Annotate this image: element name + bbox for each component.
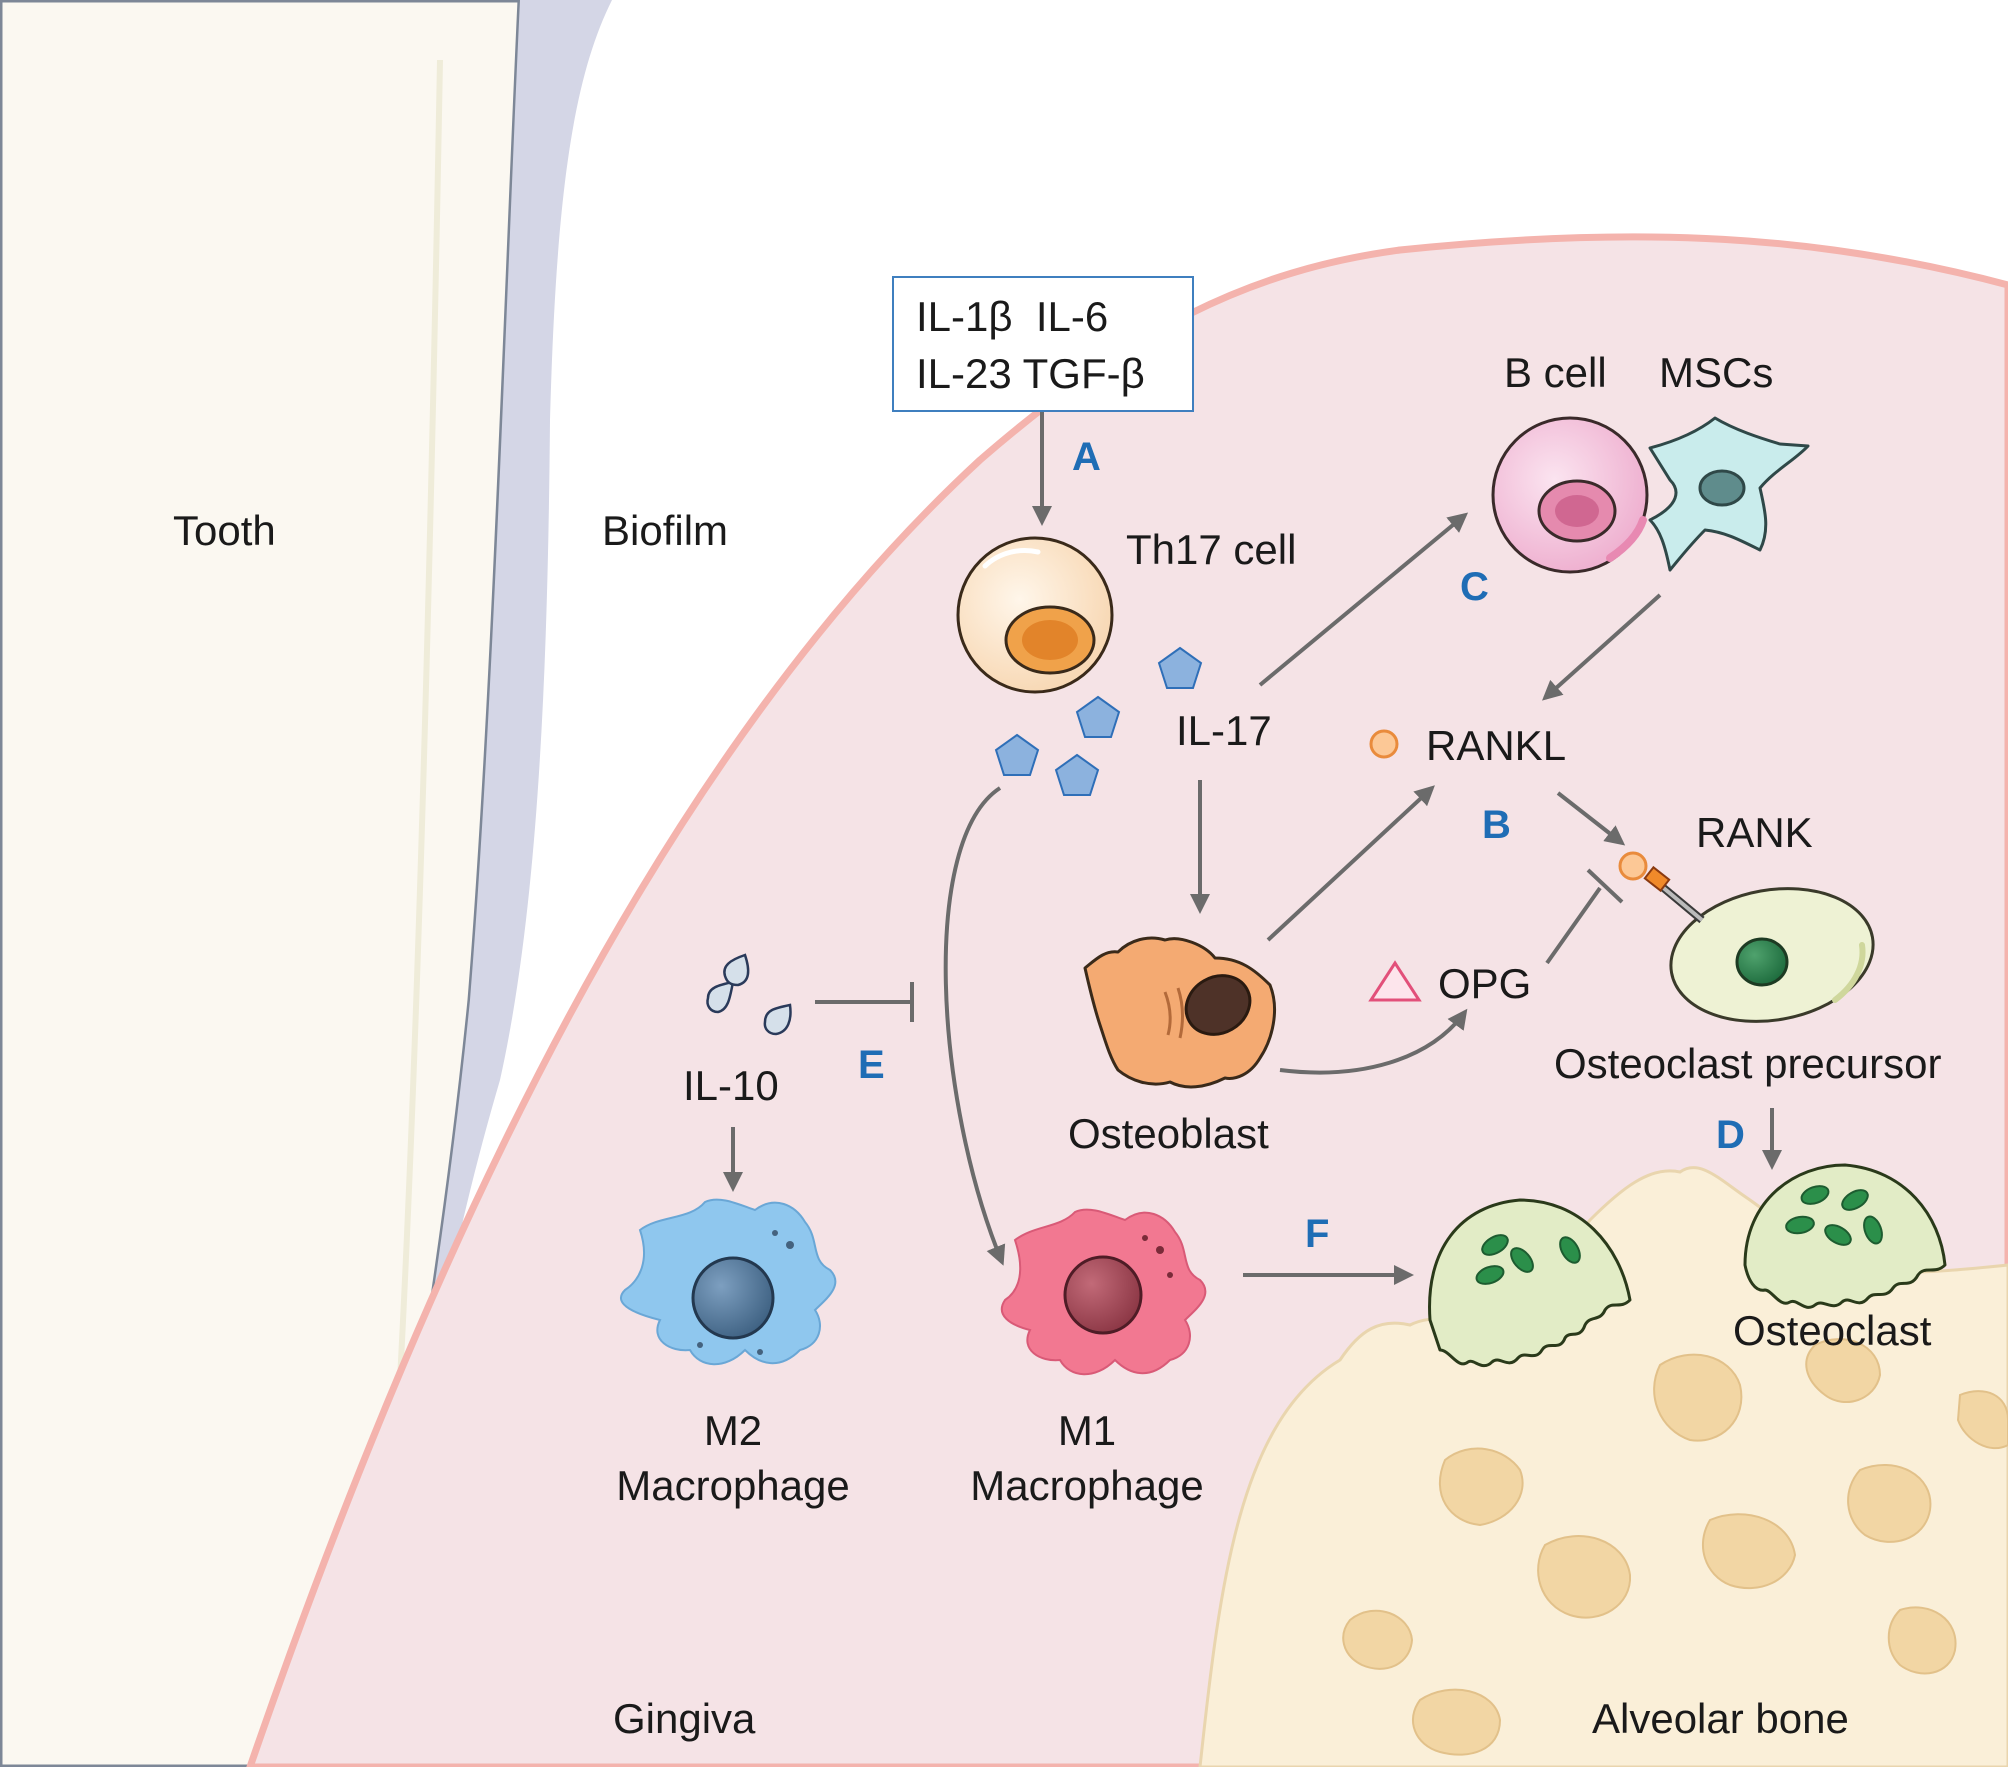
il10-molecules (706, 953, 792, 1036)
bone-pore (1887, 1606, 1957, 1675)
step-label-f: F (1305, 1212, 1329, 1256)
bone-pore (1847, 1464, 1932, 1543)
msc-cell (1648, 416, 1810, 572)
il17-pentagon (1157, 646, 1203, 689)
b-cell-label: B cell (1504, 349, 1607, 396)
m2-macrophage-cell (620, 1198, 837, 1366)
il17-label: IL-17 (1176, 707, 1272, 754)
labels: Tooth Biofilm Gingiva Alveolar bone Th17… (173, 349, 1941, 1742)
step-label-c: C (1460, 565, 1489, 609)
arrow-osteoblast-to-rankl (1266, 785, 1435, 942)
pathway-arrows (723, 412, 1782, 1285)
alveolar-bone-label: Alveolar bone (1592, 1695, 1849, 1742)
arrow-rankl-to-rank (1556, 791, 1626, 846)
opg-triangle-icon (1368, 960, 1422, 1002)
il10-label: IL-10 (683, 1062, 779, 1109)
th17-cell (956, 536, 1114, 694)
step-label-e: E (858, 1043, 885, 1087)
bone-pore (1342, 1609, 1414, 1670)
inhibit-opg-to-rank (1545, 868, 1624, 965)
biofilm-layer (360, 0, 612, 1767)
osteoblast-cell (1083, 936, 1277, 1089)
cytokine-line-2: IL-23 TGF-β (916, 350, 1145, 397)
bone-pore (1956, 1390, 2008, 1450)
arrow-mscs-to-rankl (1542, 593, 1662, 701)
step-label-b: B (1482, 803, 1511, 847)
arrow-osteoblast-to-opg (1279, 1008, 1468, 1075)
cytokine-line-1: IL-1β IL-6 (916, 293, 1108, 340)
bone-pore (1439, 1447, 1524, 1527)
step-label-d: D (1716, 1113, 1745, 1157)
osteoblast-label: Osteoblast (1068, 1110, 1269, 1157)
alveolar-bone (1198, 1166, 2008, 1767)
gingiva-label: Gingiva (613, 1695, 756, 1742)
cytokine-box: IL-1β IL-6 IL-23 TGF-β (892, 276, 1194, 412)
bone-pore (1653, 1353, 1743, 1442)
biofilm-label: Biofilm (602, 507, 728, 554)
th17-label: Th17 cell (1126, 526, 1296, 573)
step-letters: A B C D E F (858, 435, 1745, 1256)
il17-molecules (994, 646, 1203, 796)
mscs-label: MSCs (1659, 349, 1773, 396)
osteoclast-cell-left (1428, 1198, 1632, 1368)
rankl-ligand-icon (1369, 729, 1399, 759)
il17-pentagon (1054, 753, 1100, 796)
rank-label: RANK (1696, 809, 1813, 856)
m2-label-line-1: M2 (704, 1407, 762, 1454)
il17-pentagon (994, 733, 1040, 776)
tooth-label: Tooth (173, 507, 276, 554)
osteoclast-label: Osteoclast (1733, 1307, 1932, 1354)
arrow-il17-to-bcell (1258, 512, 1469, 687)
step-label-a: A (1072, 435, 1101, 479)
bone-pore (1411, 1688, 1502, 1756)
arrow-th17-to-m1 (943, 786, 1006, 1266)
bone-pore (1701, 1513, 1797, 1590)
osteoclast-cell-right (1743, 1163, 1947, 1309)
m2-label-line-2: Macrophage (616, 1462, 849, 1509)
b-cell (1491, 416, 1649, 574)
il17-pentagon (1075, 695, 1121, 738)
il10-droplet (763, 1003, 792, 1036)
il10-droplet (723, 953, 750, 987)
rankl-bound-icon (1618, 851, 1648, 881)
rankl-label: RANKL (1426, 722, 1566, 769)
il10-droplet (706, 980, 735, 1014)
osteoclast-precursor-cell (1618, 851, 1875, 1023)
opg-label: OPG (1438, 960, 1531, 1007)
m1-label-line-2: Macrophage (970, 1462, 1203, 1509)
m1-macrophage-cell (1000, 1208, 1207, 1376)
bone-pore (1537, 1535, 1632, 1619)
bone-pore (1805, 1338, 1882, 1404)
m1-label-line-1: M1 (1058, 1407, 1116, 1454)
osteoclast-precursor-label: Osteoclast precursor (1554, 1040, 1941, 1087)
inhibit-il10-on-m1 (815, 982, 914, 1022)
